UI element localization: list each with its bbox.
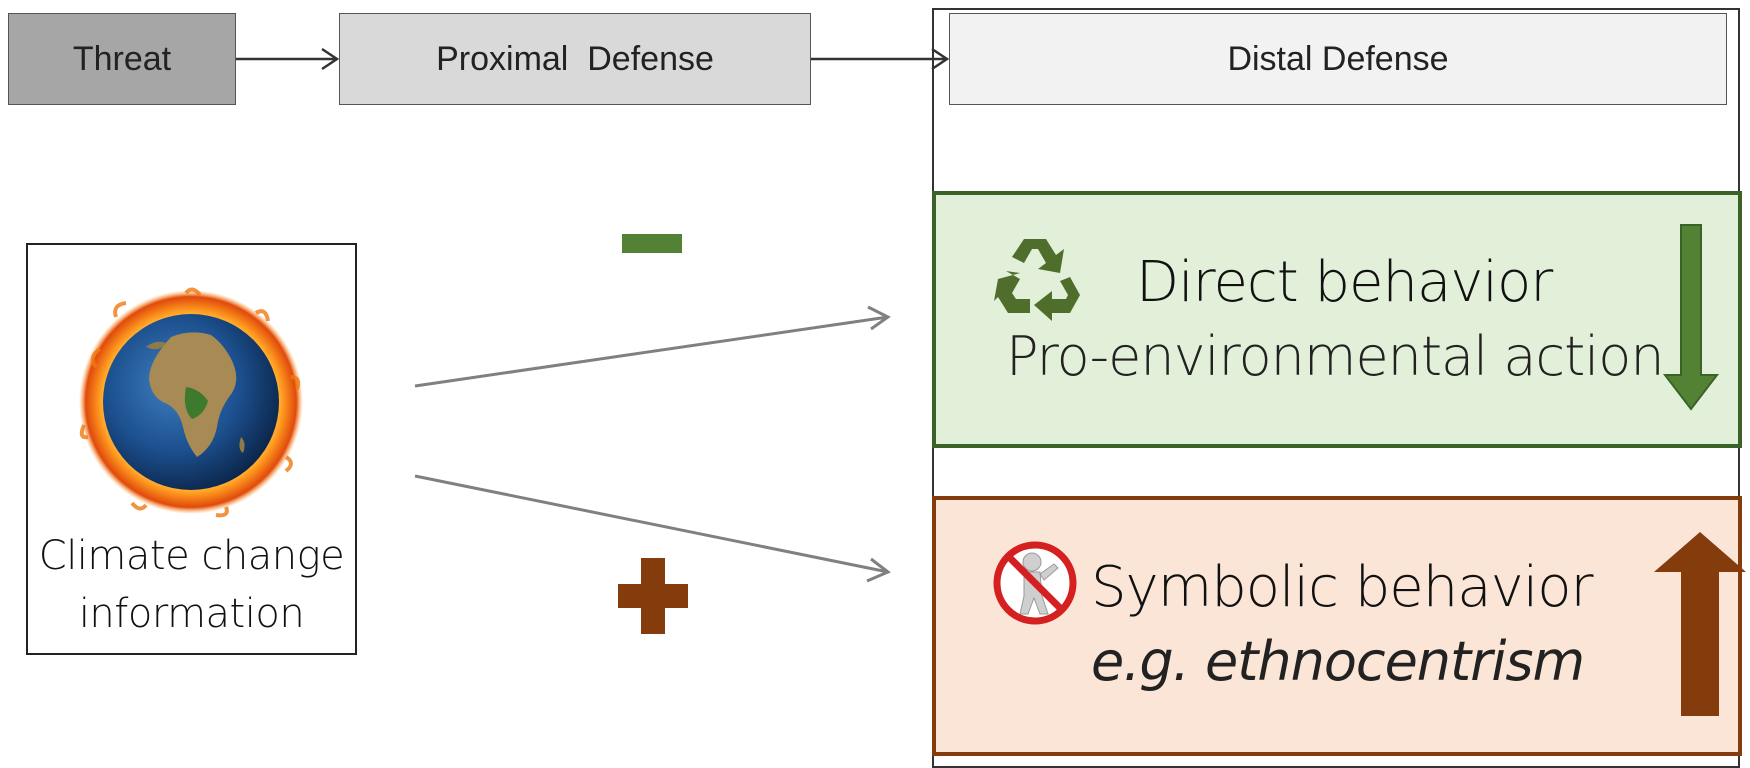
symbolic-behavior-title: Symbolic behavior — [1091, 555, 1594, 620]
recycle-icon — [994, 239, 1080, 321]
header-arrows — [236, 47, 950, 71]
arrowhead-symbolic — [866, 557, 891, 583]
plus-sign — [618, 558, 688, 634]
effect-arrows — [414, 305, 891, 583]
arrow-to-direct — [414, 315, 889, 388]
direct-behavior-box: Direct behavior Pro-environmental action — [932, 191, 1742, 448]
symbolic-behavior-box: Symbolic behavior e.g. ethnocentrism — [932, 496, 1746, 756]
arrowhead-direct — [867, 305, 891, 331]
climate-line-1: Climate change — [38, 533, 345, 579]
globe-fire-icon — [79, 287, 303, 518]
proximal-defense-label: Proximal Defense — [436, 39, 714, 78]
arrow-to-symbolic — [414, 474, 889, 574]
climate-change-info-box: Climate change information — [26, 243, 357, 655]
arrowhead-proximal — [321, 47, 340, 71]
threat-box: Threat — [8, 13, 236, 105]
direct-behavior-title: Direct behavior — [1136, 250, 1553, 315]
direct-behavior-subtitle: Pro-environmental action — [1006, 325, 1665, 388]
symbolic-behavior-subtitle: e.g. ethnocentrism — [1091, 630, 1585, 693]
climate-change-label: Climate change information — [28, 527, 355, 643]
climate-line-2: information — [78, 591, 305, 637]
no-symbol-icon — [993, 541, 1077, 625]
distal-defense-label: Distal Defense — [1227, 39, 1449, 78]
arrowhead-distal — [931, 47, 950, 71]
decrease-arrow — [1662, 224, 1720, 411]
distal-defense-box: Distal Defense — [949, 13, 1727, 105]
threat-label: Threat — [72, 39, 172, 78]
increase-arrow — [1654, 532, 1746, 716]
minus-sign — [622, 234, 682, 253]
proximal-defense-box: Proximal Defense — [339, 13, 811, 105]
